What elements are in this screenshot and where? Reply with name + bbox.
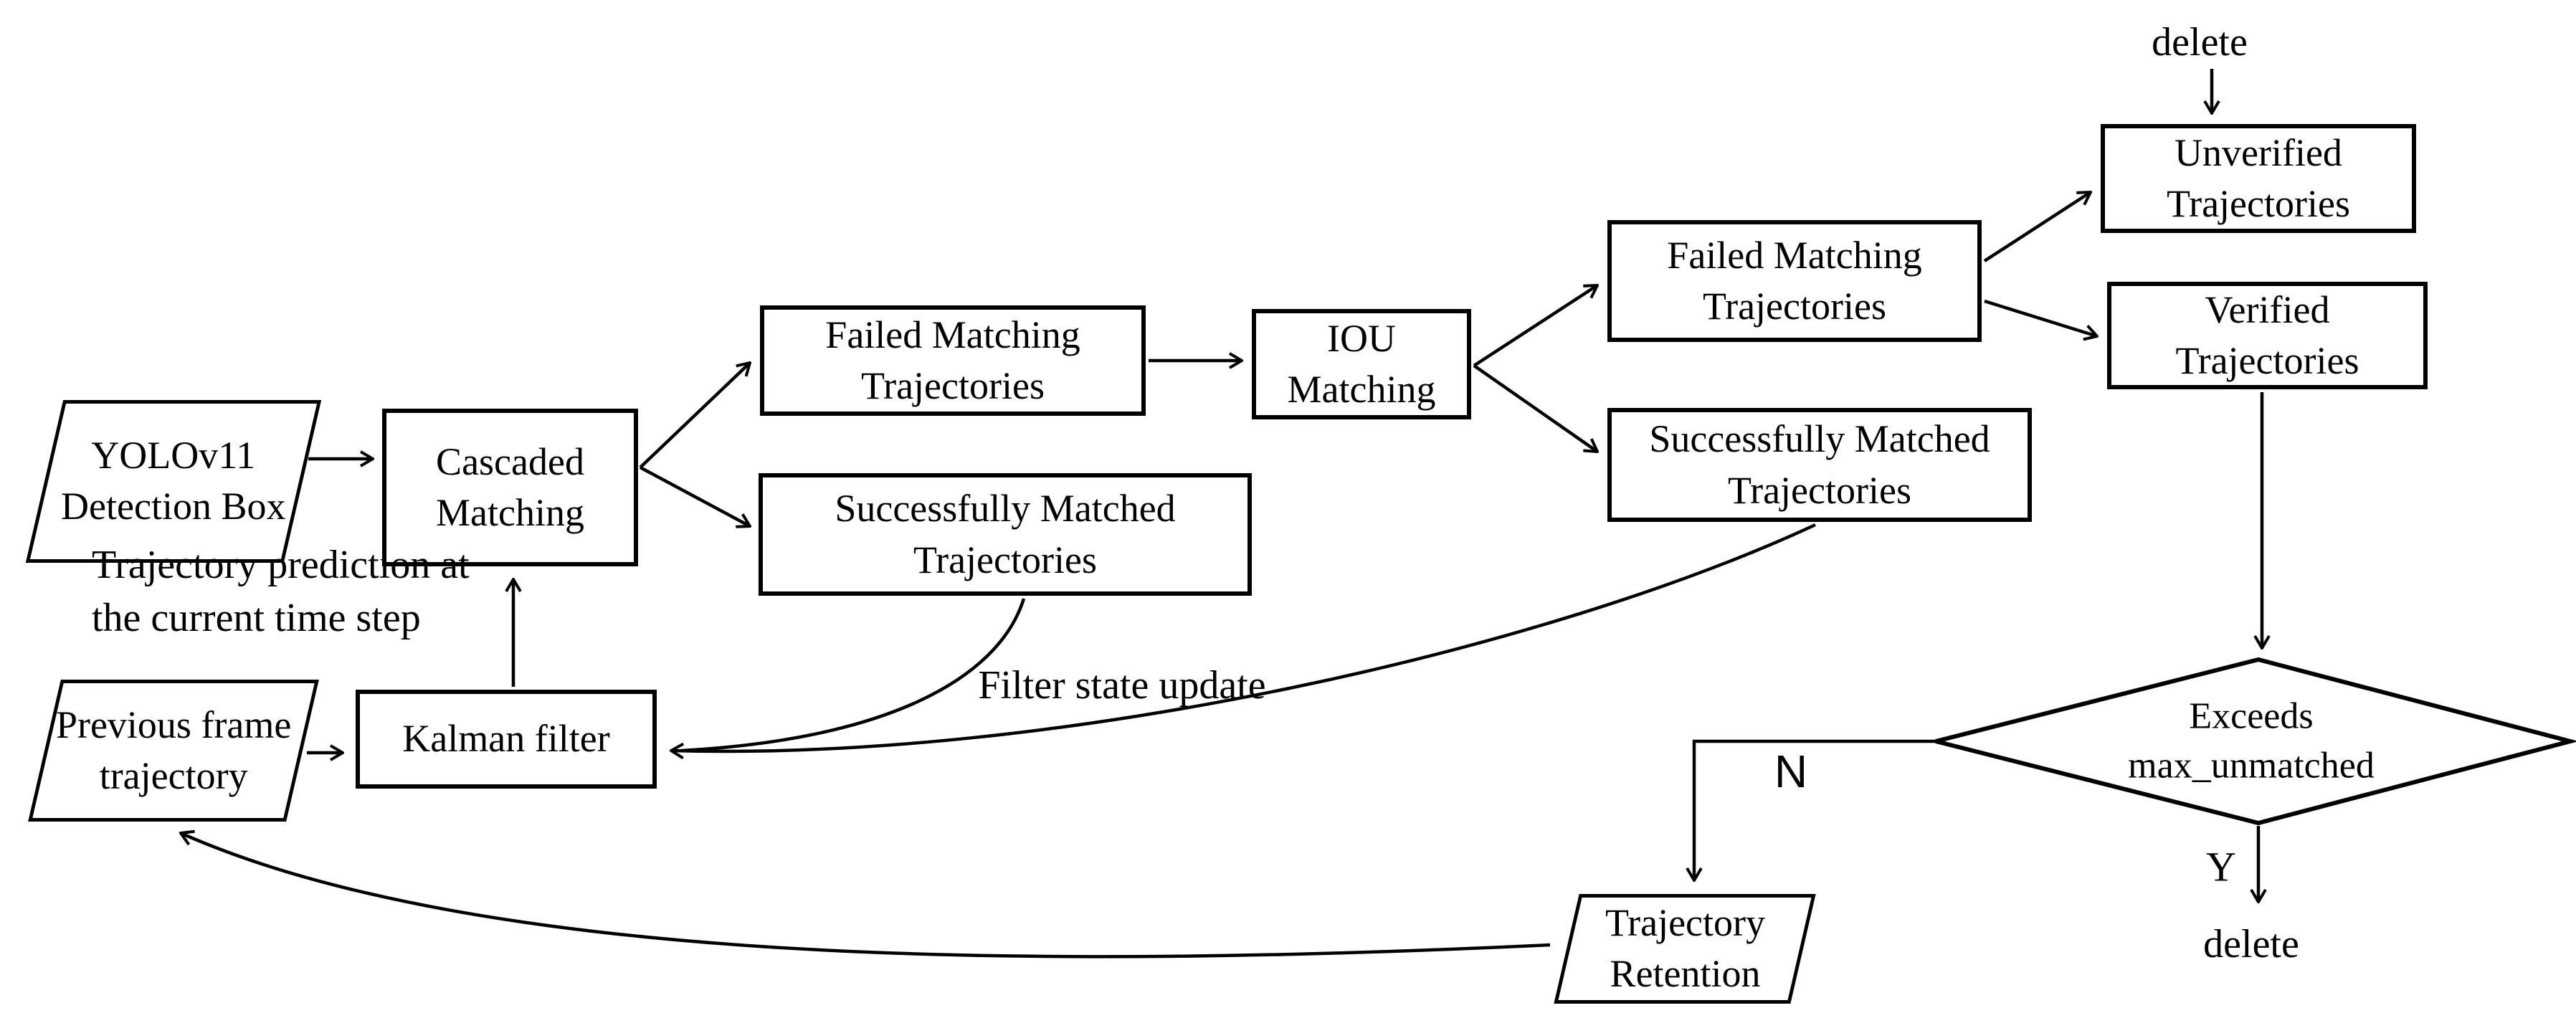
edge-diamond-no-retention <box>1694 739 1936 880</box>
edge-failed2-to-unverified <box>1983 192 2091 262</box>
node-previous-frame-trajectory: Previous frame trajectory <box>28 680 319 822</box>
node-verified-trajectories: Verified Trajectories <box>2107 282 2428 389</box>
node-trajectory-retention: Trajectory Retention <box>1554 894 1816 1004</box>
node-cascaded-matching: Cascaded Matching <box>382 409 638 566</box>
node-failed-matching-2: Failed Matching Trajectories <box>1607 220 1982 342</box>
node-label: Unverified Trajectories <box>2167 130 2350 225</box>
node-iou-matching: IOU Matching <box>1252 309 1471 419</box>
node-successfully-matched-2: Successfully Matched Trajectories <box>1607 408 2032 522</box>
node-label: IOU Matching <box>1287 316 1436 411</box>
annotation-delete-top: delete <box>2152 20 2248 65</box>
annotation-filter-state-update: Filter state update <box>978 663 1266 708</box>
node-kalman-filter: Kalman filter <box>356 690 657 789</box>
node-successfully-matched-1: Successfully Matched Trajectories <box>759 473 1252 596</box>
node-label: Trajectory Retention <box>1605 901 1765 996</box>
edge-cascaded-to-success1 <box>639 466 750 526</box>
node-yolo-detection-box: YOLOv11 Detection Box <box>25 400 322 563</box>
edge-success1-to-kalman <box>680 598 1026 753</box>
node-label: Successfully Matched Trajectories <box>1649 417 1990 512</box>
node-label: Successfully Matched Trajectories <box>835 487 1176 581</box>
node-label: YOLOv11 Detection Box <box>61 434 286 528</box>
node-label: Failed Matching Trajectories <box>1667 233 1922 328</box>
node-label: Failed Matching Trajectories <box>825 313 1080 407</box>
node-label: Cascaded Matching <box>436 439 584 534</box>
edge-iou-to-success2 <box>1473 364 1597 452</box>
edge-iou-to-failed2 <box>1473 285 1597 367</box>
edge-retention-to-previous <box>181 833 1551 959</box>
annotation-delete-bottom: delete <box>2203 922 2299 967</box>
annotation-branch-n: N <box>1774 745 1808 797</box>
node-failed-matching-1: Failed Matching Trajectories <box>760 305 1146 416</box>
annotation-branch-y: Y <box>2206 843 2236 890</box>
edge-cascaded-to-failed1 <box>639 363 750 469</box>
node-unverified-trajectories: Unverified Trajectories <box>2101 124 2416 233</box>
edge-failed2-to-verified <box>1984 299 2097 336</box>
node-label: Verified Trajectories <box>2175 287 2359 382</box>
node-label: Kalman filter <box>402 717 610 761</box>
node-label: Previous frame trajectory <box>55 703 292 797</box>
annotation-trajectory-prediction: Trajectory prediction at the current tim… <box>92 543 470 640</box>
node-exceeds-max-unmatched-label: Exceeds max_unmatched <box>2128 695 2375 786</box>
